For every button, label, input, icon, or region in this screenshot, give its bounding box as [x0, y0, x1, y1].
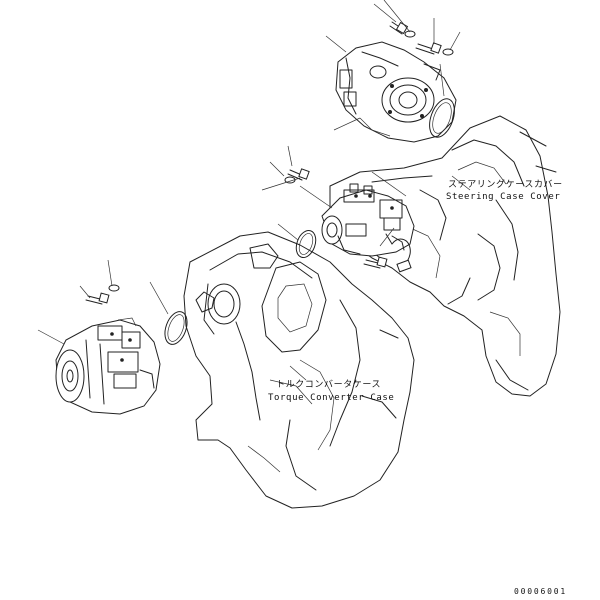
bolts-top	[389, 21, 454, 56]
steering-case-cover	[329, 115, 561, 397]
torque-converter-case	[183, 231, 415, 509]
o-ring-center-inner	[298, 233, 314, 255]
steering-case-cover-label-jp: ステアリングケースカバー	[448, 180, 563, 190]
steering-case-cover-label-en: Steering Case Cover	[446, 192, 561, 202]
bolts-center	[284, 168, 388, 269]
left-hydraulic-pump	[55, 317, 161, 415]
o-ring-top-inner	[432, 102, 452, 134]
torque-converter-case-label-en: Torque Converter Case	[268, 393, 395, 403]
o-ring-left-inner	[167, 314, 185, 342]
sensor-harness	[385, 233, 412, 273]
o-ring-top	[429, 98, 455, 138]
top-hydraulic-pump	[335, 41, 457, 143]
leader-lines	[37, 0, 461, 345]
o-ring-left	[164, 311, 188, 345]
steering-leader	[451, 175, 471, 191]
torque-converter-case-label-jp: トルクコンバータケース	[276, 380, 382, 390]
center-hydraulic-pump	[321, 183, 415, 257]
o-ring-center	[295, 229, 317, 259]
bolts-left	[85, 284, 120, 305]
drawing-number: 00006001	[514, 587, 567, 596]
torque-leader	[289, 365, 307, 381]
